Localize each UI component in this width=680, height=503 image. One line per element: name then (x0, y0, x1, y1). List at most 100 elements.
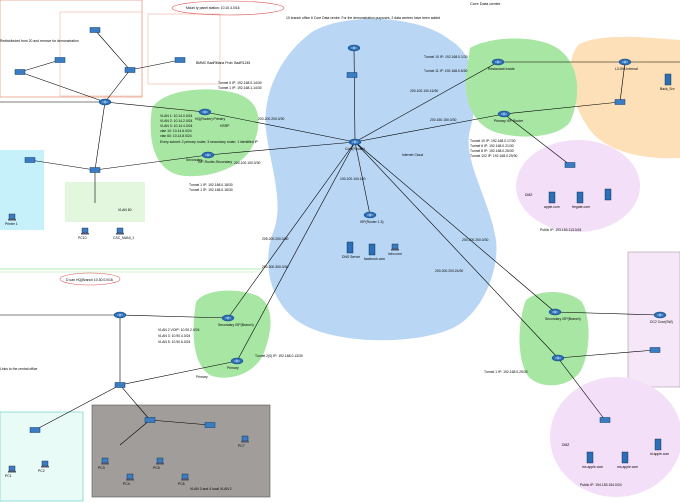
dns-server[interactable]: DNS Server (342, 241, 361, 259)
ms-apple-server-2[interactable]: ms.apple.com (617, 451, 638, 469)
gray-pc-3[interactable]: PC5 (153, 457, 164, 470)
dmz-top-switch[interactable] (564, 162, 576, 168)
br-right-router-1[interactable]: Secondary ISP(Branch) (545, 308, 581, 321)
gray-pc-5[interactable]: PC7 (238, 435, 249, 448)
zone-lightgreen-left (65, 182, 145, 222)
gray-pc-2[interactable]: PC4 (123, 473, 134, 486)
branch-pc-1[interactable]: PC1 (5, 465, 16, 478)
gray-pc-4-label: PC6 (178, 482, 185, 486)
facebook-server[interactable]: facebook.com (364, 243, 385, 261)
facebook-server-label: facebook.com (364, 257, 385, 261)
hq-cloud-label: HSRP (220, 124, 230, 128)
backup-server[interactable]: Back_Srv (660, 73, 675, 91)
branch-router-2[interactable]: Primary (227, 357, 244, 370)
core-router[interactable]: Core(Router) (345, 138, 365, 151)
hq-router-primary-label: HQ(Router):Primary (195, 117, 225, 121)
pc-base-icon (116, 233, 124, 235)
top-switch-1[interactable] (124, 67, 136, 73)
isp-router-dns[interactable]: ISP(Router 1.3) (360, 211, 384, 224)
switch-icon (649, 347, 661, 353)
fregate-server-label: fregate.com (572, 205, 590, 209)
bmmac-note: BMMC BadRMaria Prob: BadR1245 (196, 61, 250, 65)
hq-router-primary[interactable]: HQ(Router):Primary (195, 108, 225, 121)
isp-top-switch[interactable] (346, 72, 358, 78)
link-core-br2 (354, 141, 559, 359)
top-switch-3[interactable] (89, 27, 101, 33)
internet-cloud (265, 18, 497, 341)
tunnel-top-2: Tunnel 1 IP: 192.168.1.14/30 (218, 86, 262, 90)
hq-core-router[interactable] (98, 98, 112, 106)
isp-router-dns-label: ISP(Router 1.3) (360, 220, 384, 224)
gray-pc-1[interactable]: PC3 (98, 457, 109, 470)
branch-switch[interactable] (114, 382, 126, 388)
apple-server[interactable]: apple.com (544, 191, 560, 209)
dc-router[interactable]: L3-SW-Internal (615, 58, 638, 71)
branch-router-1[interactable]: Secondary ISP(Branch) (218, 314, 254, 327)
top-switch-4[interactable] (54, 57, 66, 63)
branch-core-router[interactable] (113, 311, 127, 319)
intra-pc[interactable]: intro.com (388, 243, 402, 256)
link-mls-left (29, 159, 96, 171)
hq-router-secondary[interactable]: ISP-Router-Secondary (198, 151, 232, 164)
printer-1[interactable]: Printer 1 (5, 213, 18, 226)
link-hq-sw-top (104, 69, 131, 103)
pc-base-icon (241, 441, 249, 443)
top-switch-2[interactable] (174, 57, 186, 63)
pc10[interactable]: PC10 (78, 227, 89, 240)
left-cyan-switch[interactable] (24, 157, 36, 163)
gray-switch-1[interactable] (144, 417, 156, 423)
cs-mani-pc[interactable]: CSC_MANI_1 (113, 227, 134, 240)
dmz-top-server[interactable] (604, 188, 612, 201)
branch-left-switch[interactable] (29, 427, 41, 433)
public-ip-top: Public IP: 193.153.113.0/24 (540, 228, 582, 232)
branch-vlan-note-2: VLAN 3: 10.90.4.0/24 (158, 334, 191, 338)
gray-pc-4[interactable]: PC6 (178, 473, 189, 486)
link-sw-sw2 (19, 59, 61, 73)
switch-icon (144, 417, 156, 423)
rr-router[interactable]: Restaurant Inside (488, 58, 515, 71)
bldg-note: Redistributed from 20 and remove for dem… (0, 39, 79, 43)
public-ip-bottom: Public IP: 194.153.154.0/24 (580, 483, 622, 487)
link-core-top (353, 47, 356, 143)
dc2-router[interactable]: DC2 Core(SW) (650, 311, 673, 324)
link-hq-mls (94, 101, 106, 171)
link-hq-sw-left (19, 71, 106, 103)
ms-apple-server-2-label: ms.apple.com (617, 465, 638, 469)
dmz-bottom-label: DMZ (562, 443, 569, 447)
branch-pc-2[interactable]: PC2 (38, 460, 49, 473)
router-arrows-icon (495, 60, 501, 64)
gray-pc-2-label: PC4 (123, 482, 130, 486)
branch-router-1-label: Secondary ISP(Branch) (218, 323, 254, 327)
multilayer-switch[interactable] (89, 167, 101, 173)
fregate-server[interactable]: fregate.com (572, 191, 590, 209)
isp-top-router[interactable] (347, 44, 361, 52)
router-arrows-icon (555, 356, 561, 360)
link-core-branch2 (236, 141, 356, 362)
pc-icon (8, 213, 16, 220)
ip-link-4: 200.100.100.16/30 (410, 89, 438, 93)
zone-pink-dc2 (627, 251, 680, 388)
dmz-bottom-switch[interactable] (599, 417, 611, 423)
server-icon (604, 188, 612, 201)
oval-mid-label: D uan HQ(Branch 10.30.0.0/16 (66, 278, 113, 282)
link-branch-hq (119, 314, 229, 319)
gray-switch-2[interactable] (204, 422, 216, 428)
zone-cyan-left (0, 150, 44, 230)
ms-apple-server[interactable]: ms.apple.com (582, 451, 603, 469)
br-right-router-2[interactable] (551, 354, 565, 362)
oval-top (171, 0, 285, 16)
left-switch[interactable] (14, 69, 26, 75)
gray-pc-5-label: PC7 (238, 444, 245, 448)
link-top-sw (94, 29, 131, 71)
dc-switch[interactable] (614, 99, 626, 105)
oval-mid (59, 272, 121, 286)
green-areas (150, 38, 589, 386)
pc-icon (126, 473, 134, 480)
cloud-green-branch (193, 290, 271, 378)
id-apple-server[interactable]: id.apple.com (650, 438, 669, 456)
cloud-green-right (519, 291, 589, 386)
fl-router[interactable]: Primary ISP Router (494, 110, 524, 123)
dc2-switch[interactable] (649, 347, 661, 353)
link-core-hq1 (204, 111, 356, 143)
